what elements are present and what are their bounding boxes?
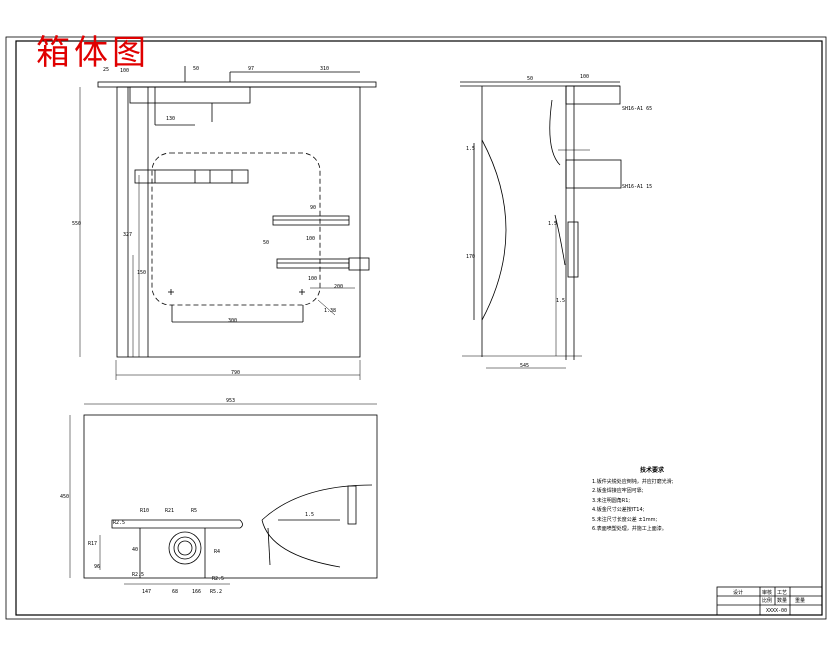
tb-label-0: 设计	[733, 589, 743, 596]
dim-inner-5: 100	[308, 276, 317, 282]
dim-front-top-3: 97	[248, 66, 254, 72]
dim-bottom-6: R4	[214, 549, 220, 555]
dim-inner-6: 200	[334, 284, 343, 290]
dim-front-bottom: 790	[231, 370, 240, 376]
dim-side-4: 1.5	[556, 298, 565, 304]
dim-side-3: 1.5	[548, 221, 557, 227]
tb-label-1: 审核	[762, 589, 772, 596]
note-item: 5.未注尺寸长度公差 ±1mm;	[592, 516, 658, 523]
drawing-title: 箱体图	[36, 33, 150, 73]
notes-heading: 技术要求	[639, 467, 664, 474]
dim-front-left-1: 327	[123, 232, 132, 238]
dim-bottom-0: R2.5	[113, 520, 125, 526]
dim-bottom-9: R17	[88, 541, 97, 547]
callout-a: SH16-A1 65	[622, 106, 652, 112]
tb-label-4: 数量	[777, 597, 787, 604]
outer-frame	[5, 36, 827, 620]
dim-side-0: 50	[527, 76, 533, 82]
note-item: 6.表面喷塑处理，并施工上面漆。	[592, 526, 667, 532]
dim-side-2: 1.5	[466, 146, 475, 152]
dim-inner-7: 1.38	[324, 308, 336, 314]
note-item: 4.钣金尺寸公差按IT14;	[592, 507, 645, 513]
bottom-view	[69, 403, 378, 585]
dim-front-left-2: 150	[137, 270, 146, 276]
dim-bottom-12: 166	[192, 589, 201, 595]
dim-front-left-0: 550	[72, 221, 81, 227]
dim-bottom-5: R2.5	[212, 576, 224, 582]
note-item: 2.钣金焊接应牢固可靠;	[592, 488, 644, 494]
dim-bottom-2: R10	[140, 508, 149, 514]
dim-side-5: 170	[466, 254, 475, 260]
dim-side-1: 100	[580, 74, 589, 80]
dim-bottom-height: 450	[60, 494, 69, 500]
tb-drawing-no: XXXX-00	[766, 608, 787, 614]
dim-inner-0: 130	[166, 116, 175, 122]
technical-notes: 技术要求 1.钣件尖锐处应倒钝，并应打磨光滑; 2.钣金焊接应牢固可靠; 3.未…	[592, 466, 712, 535]
dim-bottom-3: R21	[165, 508, 174, 514]
dim-front-top-4: 310	[320, 66, 329, 72]
note-item: 3.未注明圆角R1;	[592, 497, 631, 504]
dim-inner-2: 300	[228, 318, 237, 324]
dim-bottom-13: R5.2	[210, 589, 222, 595]
tb-label-3: 比例	[762, 597, 772, 604]
dim-bottom-8: 1.5	[305, 512, 314, 518]
note-item: 1.钣件尖锐处应倒钝，并应打磨光滑;	[592, 478, 674, 485]
inner-frame	[15, 40, 823, 616]
dim-inner-4: 100	[306, 236, 315, 242]
dim-inner-3: 50	[263, 240, 269, 246]
dim-bottom-7: R2.5	[132, 572, 144, 578]
dim-bottom-overall: 953	[226, 398, 235, 404]
dim-bottom-14: 96	[94, 564, 100, 570]
dimension-labels: 25 100 50 97 310 550 327 150 130 90 300 …	[60, 66, 805, 614]
tb-label-2: 工艺	[777, 590, 787, 596]
tb-label-5: 重量	[795, 597, 805, 604]
title-block	[716, 586, 823, 616]
dim-bottom-11: 68	[172, 589, 178, 595]
front-view	[79, 66, 377, 380]
dim-front-top-2: 50	[193, 66, 199, 72]
callout-b: SH16-A1 15	[622, 184, 652, 190]
dim-front-top-0: 25	[103, 67, 109, 73]
dim-bottom-4: R5	[191, 508, 197, 514]
dim-front-top-1: 100	[120, 68, 129, 74]
side-view	[460, 81, 622, 369]
dim-inner-1: 90	[310, 205, 316, 211]
dim-side-6: 545	[520, 363, 529, 369]
dim-bottom-1: 40	[132, 547, 138, 553]
dim-bottom-10: 147	[142, 589, 151, 595]
